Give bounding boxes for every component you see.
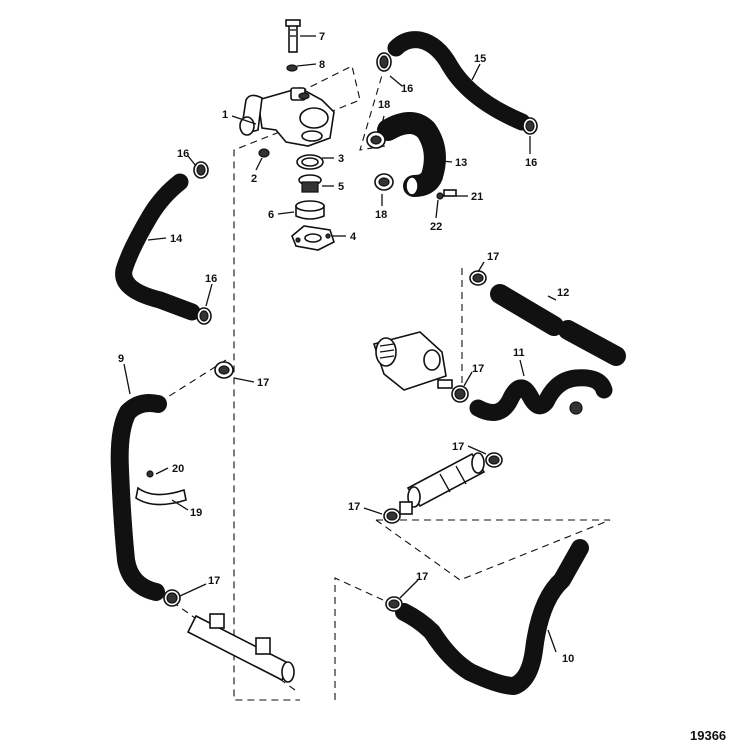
callout-18-upper: 18 <box>378 99 390 111</box>
clamp-part-17-cooler-top <box>485 452 503 468</box>
gasket-part-3 <box>296 154 324 170</box>
callout-6: 6 <box>268 209 274 221</box>
callout-7: 7 <box>319 31 325 43</box>
callout-8: 8 <box>319 59 325 71</box>
washer-part-22 <box>436 192 444 200</box>
hose-part-10 <box>395 539 589 695</box>
figure-number: 19366 <box>690 728 726 743</box>
washer-part-8 <box>286 64 298 72</box>
hose-part-14 <box>115 173 201 321</box>
callout-17-cooler-top: 17 <box>452 441 464 453</box>
callout-18-lower: 18 <box>375 209 387 221</box>
clamp-part-17-bottom <box>385 596 403 612</box>
callout-16-left-upper: 16 <box>177 148 189 160</box>
callout-14: 14 <box>170 233 183 245</box>
clamp-part-16-left-upper <box>193 161 209 179</box>
cooler-assembly <box>399 452 486 515</box>
clamp-part-17-cooler-bottom <box>383 508 401 524</box>
clamp-part-16-upper <box>376 52 392 72</box>
callout-11: 11 <box>513 347 525 359</box>
nut-part-20 <box>146 470 154 478</box>
callouts: 7 8 1 2 3 5 6 4 16 15 16 18 18 13 21 22 … <box>118 31 726 743</box>
callout-17-left-lower: 17 <box>208 575 220 587</box>
clamp-part-17-left-lower <box>163 589 181 607</box>
clamp-part-18-upper <box>366 131 386 149</box>
callout-17-right: 17 <box>487 251 499 263</box>
callout-16-upper: 16 <box>401 83 413 95</box>
bracket-part-19 <box>135 486 187 506</box>
water-pipe-fitting <box>186 613 295 683</box>
callout-22: 22 <box>430 221 442 233</box>
clamp-part-17-right <box>469 270 487 286</box>
hose-stub-part-11 <box>569 401 583 415</box>
callout-1: 1 <box>222 109 228 121</box>
callout-17-cooler-bottom: 17 <box>348 501 360 513</box>
hose-part-15 <box>387 31 531 131</box>
clamp-part-17-pump <box>451 385 469 403</box>
callout-17-bottom: 17 <box>416 571 428 583</box>
callout-5: 5 <box>338 181 344 193</box>
hose-part-9 <box>110 394 167 601</box>
thermostat-housing-part-1 <box>239 87 335 147</box>
callout-16-right: 16 <box>525 157 537 169</box>
callout-12: 12 <box>557 287 569 299</box>
elbow-hose-part-13 <box>377 112 446 197</box>
gasket-part-4 <box>291 225 335 251</box>
callout-2: 2 <box>251 173 257 185</box>
callout-15: 15 <box>474 53 486 65</box>
fitting-part-2 <box>258 148 270 158</box>
callout-16-left-lower: 16 <box>205 273 217 285</box>
seawater-pump-assembly <box>372 331 453 391</box>
callout-17-left-upper: 17 <box>257 377 269 389</box>
callout-19: 19 <box>190 507 202 519</box>
clamp-part-17-left-upper <box>214 361 234 379</box>
clamp-part-16-right <box>522 117 538 135</box>
callout-20: 20 <box>172 463 184 475</box>
bolt-part-7 <box>285 19 301 53</box>
callout-13: 13 <box>455 157 467 169</box>
clamp-part-16-left-lower <box>196 307 212 325</box>
drain-plug-part-21 <box>443 189 457 197</box>
callout-3: 3 <box>338 153 344 165</box>
callout-21: 21 <box>471 191 483 203</box>
callout-9: 9 <box>118 353 124 365</box>
clamp-part-18-lower <box>374 173 394 191</box>
hose-part-12 <box>490 284 626 366</box>
hose-part-11 <box>469 369 613 421</box>
callout-10: 10 <box>562 653 574 665</box>
callout-4: 4 <box>350 231 357 243</box>
callout-17-pump: 17 <box>472 363 484 375</box>
sleeve-part-6 <box>295 200 325 220</box>
leader-lines <box>123 35 557 653</box>
thermostat-part-5 <box>298 174 322 193</box>
